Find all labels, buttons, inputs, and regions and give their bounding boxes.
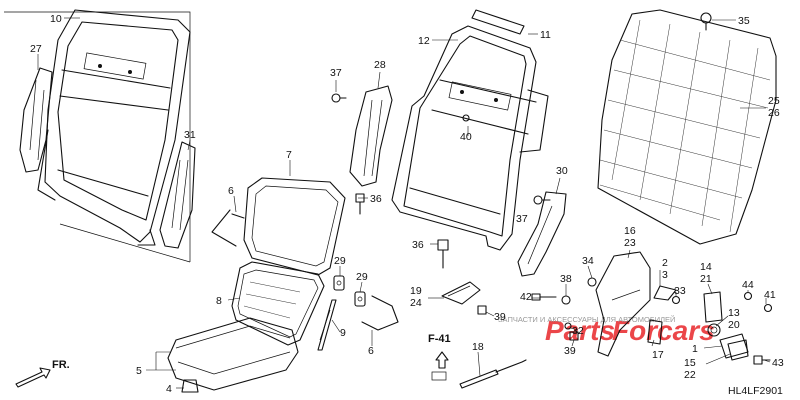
washer-38 — [561, 295, 571, 305]
part-label: 17 — [652, 349, 664, 361]
front-direction-indicator: FR. — [15, 359, 70, 388]
seat-cushion-5 — [167, 317, 299, 391]
part-label: 7 — [286, 149, 292, 161]
bolt-37-lower — [533, 195, 551, 205]
bolt-32 — [564, 322, 572, 330]
part-label: 35 — [738, 15, 750, 27]
bolt-43 — [753, 355, 771, 365]
front-direction-label: FR. — [52, 359, 70, 371]
seatback-frame-left — [37, 9, 191, 246]
part-label: 1 — [692, 343, 698, 355]
part-labels: 10 27 31 7 6 8 29 29 9 6 5 4 12 11 37 28… — [30, 13, 784, 395]
bolt-39-a — [477, 305, 487, 315]
strap-11 — [471, 9, 525, 35]
part-label: 42 — [520, 291, 532, 303]
bolt-37-upper — [331, 93, 347, 103]
watermark: Parts Forcars ЗАПЧАСТИ И АКСЕССУАРЫ ДЛЯ … — [498, 315, 715, 346]
hinge-15-22 — [727, 339, 749, 361]
diagram-code: HL4LF2901 — [728, 385, 783, 397]
hinge-cover-28 — [349, 85, 393, 187]
part-label: 8 — [216, 295, 222, 307]
part-label: 12 — [418, 35, 430, 47]
wire-6-lower — [361, 295, 399, 331]
part-label: 9 — [340, 327, 346, 339]
bolt-44 — [743, 291, 753, 301]
left-group-border — [4, 11, 191, 263]
bracket-16-23 — [595, 251, 651, 357]
part-label: 30 — [556, 165, 568, 177]
part-label: 44 — [742, 279, 754, 291]
part-label: 6 — [228, 185, 234, 197]
bolt-42 — [531, 293, 557, 301]
part-label: 39 — [564, 345, 576, 357]
leader-lines — [37, 17, 771, 389]
gas-strut-18 — [459, 359, 527, 389]
ring-13-20 — [707, 323, 721, 337]
bolt-34 — [587, 277, 597, 287]
clip-29-b — [354, 291, 366, 307]
part-label: 27 — [30, 43, 42, 55]
part-label: 31 — [184, 129, 196, 141]
bolt-35 — [700, 12, 712, 31]
lever-2-3 — [653, 285, 677, 301]
rod-9 — [317, 299, 337, 351]
part-label: 6 — [368, 345, 374, 357]
bolt-40 — [462, 114, 470, 122]
part-label: 41 — [764, 289, 776, 301]
bolt-33 — [671, 295, 681, 305]
part-label: 40 — [460, 131, 472, 143]
latch-17 — [647, 319, 663, 345]
part-label: 34 — [582, 255, 594, 267]
part-label: 28 — [374, 59, 386, 71]
side-cover-27 — [19, 67, 53, 173]
wire-6-upper — [211, 209, 245, 247]
seat-frame-8 — [231, 261, 325, 346]
foot-4 — [181, 379, 199, 393]
part-label: 18 — [472, 341, 484, 353]
reference-callout-label: F-41 — [428, 333, 451, 345]
part-label: 43 — [772, 357, 784, 369]
bolt-41 — [763, 303, 773, 313]
part-label: 38 — [560, 273, 572, 285]
part-label: 29 — [356, 271, 368, 283]
part-label: 33 — [674, 285, 686, 297]
back-pad-7 — [243, 177, 346, 276]
watermark-caption: ЗАПЧАСТИ И АКСЕССУАРЫ ДЛЯ АВТОМОБИЛЕЙ — [498, 315, 675, 324]
bolt-36-lower — [437, 239, 449, 269]
side-cover-31 — [159, 141, 196, 249]
part-label: 10 — [50, 13, 62, 25]
bracket-19-24 — [441, 281, 481, 305]
part-label: 4 — [166, 383, 172, 395]
part-label: 37 — [330, 67, 342, 79]
seatback-frame-center — [391, 25, 549, 251]
part-label: 5 — [136, 365, 142, 377]
part-label: 36 — [412, 239, 424, 251]
rear-panel-25-26 — [597, 9, 777, 245]
part-label: 39 — [494, 311, 506, 323]
part-label: 36 — [370, 193, 382, 205]
part-label: 11 — [540, 29, 551, 41]
part-label: 29 — [334, 255, 346, 267]
clip-29-a — [333, 275, 345, 291]
hinge-1 — [719, 333, 749, 359]
latch-14-21 — [703, 291, 723, 323]
side-cover-30 — [517, 191, 567, 277]
bolt-36-upper — [355, 193, 365, 215]
reference-callout-f41: F-41 — [428, 333, 451, 381]
part-label: 32 — [572, 325, 584, 337]
watermark-brand-line1: Parts — [545, 315, 615, 346]
part-label: 37 — [516, 213, 528, 225]
